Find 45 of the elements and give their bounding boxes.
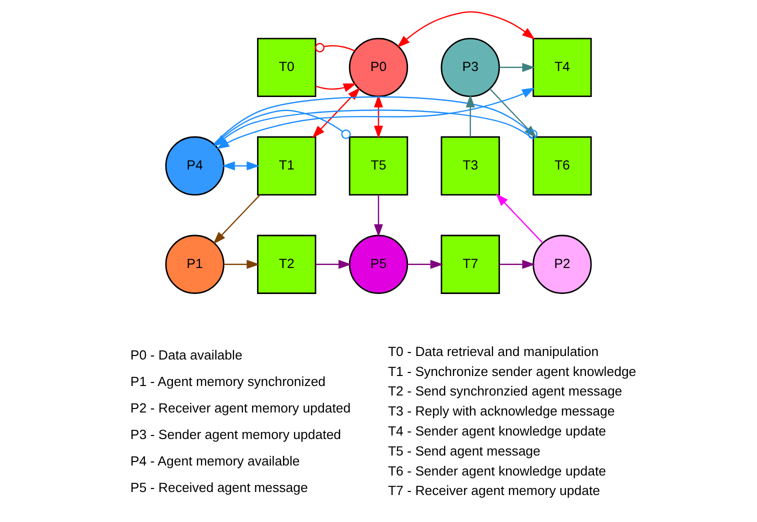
arrow	[312, 88, 360, 138]
arrow	[213, 194, 261, 244]
arrow	[408, 260, 444, 269]
label: T5 - Send agent message	[388, 443, 540, 458]
node-circle: P2	[532, 234, 592, 294]
arrow	[316, 83, 356, 92]
node-box: T0	[257, 38, 316, 98]
node-box: T3	[440, 136, 500, 196]
node-circle: P3	[440, 38, 500, 98]
node-box: T5	[348, 136, 408, 196]
arrow	[224, 260, 260, 269]
node-box: T2	[257, 234, 316, 294]
connector	[314, 42, 355, 52]
node-box: T7	[440, 234, 500, 294]
arrow	[222, 161, 260, 170]
label: P5 - Received agent message	[130, 480, 308, 495]
node-circle: P5	[348, 234, 408, 294]
label: P2 - Receiver agent memory updated	[130, 400, 351, 416]
label: P1 - Agent memory synchronized	[130, 374, 326, 389]
arrow	[374, 194, 384, 238]
arrow	[499, 62, 536, 72]
label: P3 - Sender agent memory updated	[130, 426, 342, 442]
label: T6 - Sender agent knowledge update	[388, 463, 606, 478]
node-box: T1	[257, 136, 316, 196]
label: T0 - Data retrieval and manipulation	[388, 344, 599, 359]
node-box: T6	[532, 136, 592, 196]
label: T3 - Reply with acknowledge message	[388, 404, 615, 419]
label: T2 - Send synchronzied agent message	[388, 384, 622, 399]
arrow	[396, 11, 536, 48]
arrow	[496, 193, 544, 244]
node-circle: P0	[348, 38, 408, 98]
arrow	[214, 110, 534, 147]
node-circle: P1	[165, 234, 224, 294]
label: T1 - Synchronize sender agent knowledge	[388, 364, 636, 379]
label: P4 - Agent memory available	[130, 453, 300, 468]
arrow	[316, 260, 352, 269]
node-box: T4	[532, 38, 592, 98]
label: T4 - Sender agent knowledge update	[388, 423, 606, 438]
connector	[214, 110, 351, 146]
arrow	[499, 260, 536, 269]
label: P0 - Data available	[130, 347, 242, 362]
node-circle: P4	[165, 136, 224, 196]
label: T7 - Receiver agent memory update	[388, 483, 600, 498]
arrow	[466, 94, 475, 137]
arrow	[374, 94, 384, 139]
